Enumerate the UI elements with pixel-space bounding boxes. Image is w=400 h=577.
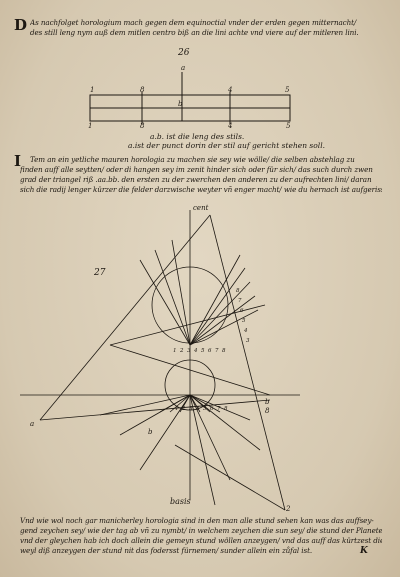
figure-27-label-basis: basis [170, 497, 191, 506]
figure-27-triangle-edge [209, 214, 286, 511]
page-signature: K [360, 546, 368, 556]
figure-26-label-b: b [178, 100, 183, 108]
closing-line-2: gend zeychen sey/ wie der tag ab vñ zu n… [20, 526, 382, 535]
figure-27-hour-number: 3 [187, 348, 191, 354]
figure-27-label-b-left: b [148, 428, 153, 436]
figure-27-triangle-edge [39, 214, 211, 421]
closing-line-3: vnd der gleychen hab ich doch allein die… [20, 536, 382, 545]
figure-26-tick-label: 4 [228, 122, 233, 130]
figure-27-hour-number: 4 [243, 328, 248, 334]
figure-26-tick-label: 4 [228, 86, 233, 94]
intro-line-1: As nachfolget horologium mach gegen dem … [30, 18, 357, 27]
figure-27-hour-number: 3 [189, 406, 193, 412]
figure-27-hour-number: 1 [173, 348, 177, 354]
drop-capital: I [14, 152, 22, 170]
figure-27-hour-number: 8 [222, 348, 226, 354]
figure-26-label-a: a [181, 64, 186, 72]
figure-27-label-a: a [30, 420, 35, 428]
paragraph-2-line-4: sich die radij lenger kürzer die felder … [20, 185, 382, 194]
figure-27-lower-circle [164, 359, 216, 411]
figure-27-hour-number: 8 [236, 288, 240, 294]
figure-26-caption-1: a.b. ist die leng des stils. [150, 132, 245, 141]
figure-27-hour-number: 5 [201, 348, 205, 354]
figure-26-tick-label: 1 [90, 86, 95, 94]
paragraph-2-line-3: grad der triangel riß .aa.bb. den ersten… [20, 175, 372, 184]
figure-27-hour-number: 6 [240, 308, 244, 314]
figure-27-hour-number: 5 [203, 406, 207, 412]
intro-line-2: des still leng nym auß dem mitlen centro… [30, 28, 359, 37]
figure-27-triangle-edge [109, 304, 266, 346]
figure-27-hour-number: 6 [208, 348, 212, 354]
closing-line-1: Vnd wie wol noch gar manicherley horolog… [20, 516, 374, 525]
figure-27-hour-number: 4 [193, 348, 198, 354]
figure-27-hour-number: 7 [217, 406, 221, 412]
figure-27-hour-number: 4 [195, 406, 200, 412]
closing-line-4: weyl diß anzeygen der stund nit das fode… [20, 546, 313, 555]
figure-27-hour-number: 8 [224, 406, 228, 412]
figure-27-label-b-right: b [265, 398, 270, 406]
figure-26-tick-label: 8 [140, 122, 145, 130]
figure-26-tick-label: 5 [286, 122, 291, 130]
paragraph-2-line-2: finden auff alle seytten/ oder di hangen… [20, 165, 373, 174]
figure-27-hour-number: 2 [181, 406, 186, 412]
figure-27-lower-line [39, 399, 271, 421]
figure-26-tick-label: 5 [285, 86, 290, 94]
figure-27-number: 27 [94, 268, 106, 278]
figure-27-label-2: 2 [286, 505, 291, 513]
figure-27-triangle-edge [174, 444, 286, 511]
figure-27-hour-number: 5 [242, 318, 246, 324]
figure-27-hour-number: 1 [175, 406, 179, 412]
figure-27-hour-number: 6 [210, 406, 214, 412]
figure-27-label-cent: cent [193, 204, 209, 212]
figure-26-tick-label: 1 [88, 122, 93, 130]
drop-capital: D [14, 16, 28, 34]
figure-27-hour-number: 3 [246, 338, 250, 344]
figure-27-label-8: 8 [265, 407, 270, 415]
figure-27-triangle-edge [109, 344, 271, 396]
figure-26-number: 26 [178, 48, 190, 58]
figure-27-hour-number: 7 [238, 298, 242, 304]
figure-26-tick-label: 8 [140, 86, 145, 94]
figure-26-caption-2: a.ist der punct dorin der stil auf geric… [128, 141, 325, 150]
figure-27-hour-number: 7 [215, 348, 219, 354]
figure-27-hour-number: 2 [179, 348, 184, 354]
paragraph-2-line-1: Tem an ein yetliche mauren horologia zu … [30, 155, 355, 164]
